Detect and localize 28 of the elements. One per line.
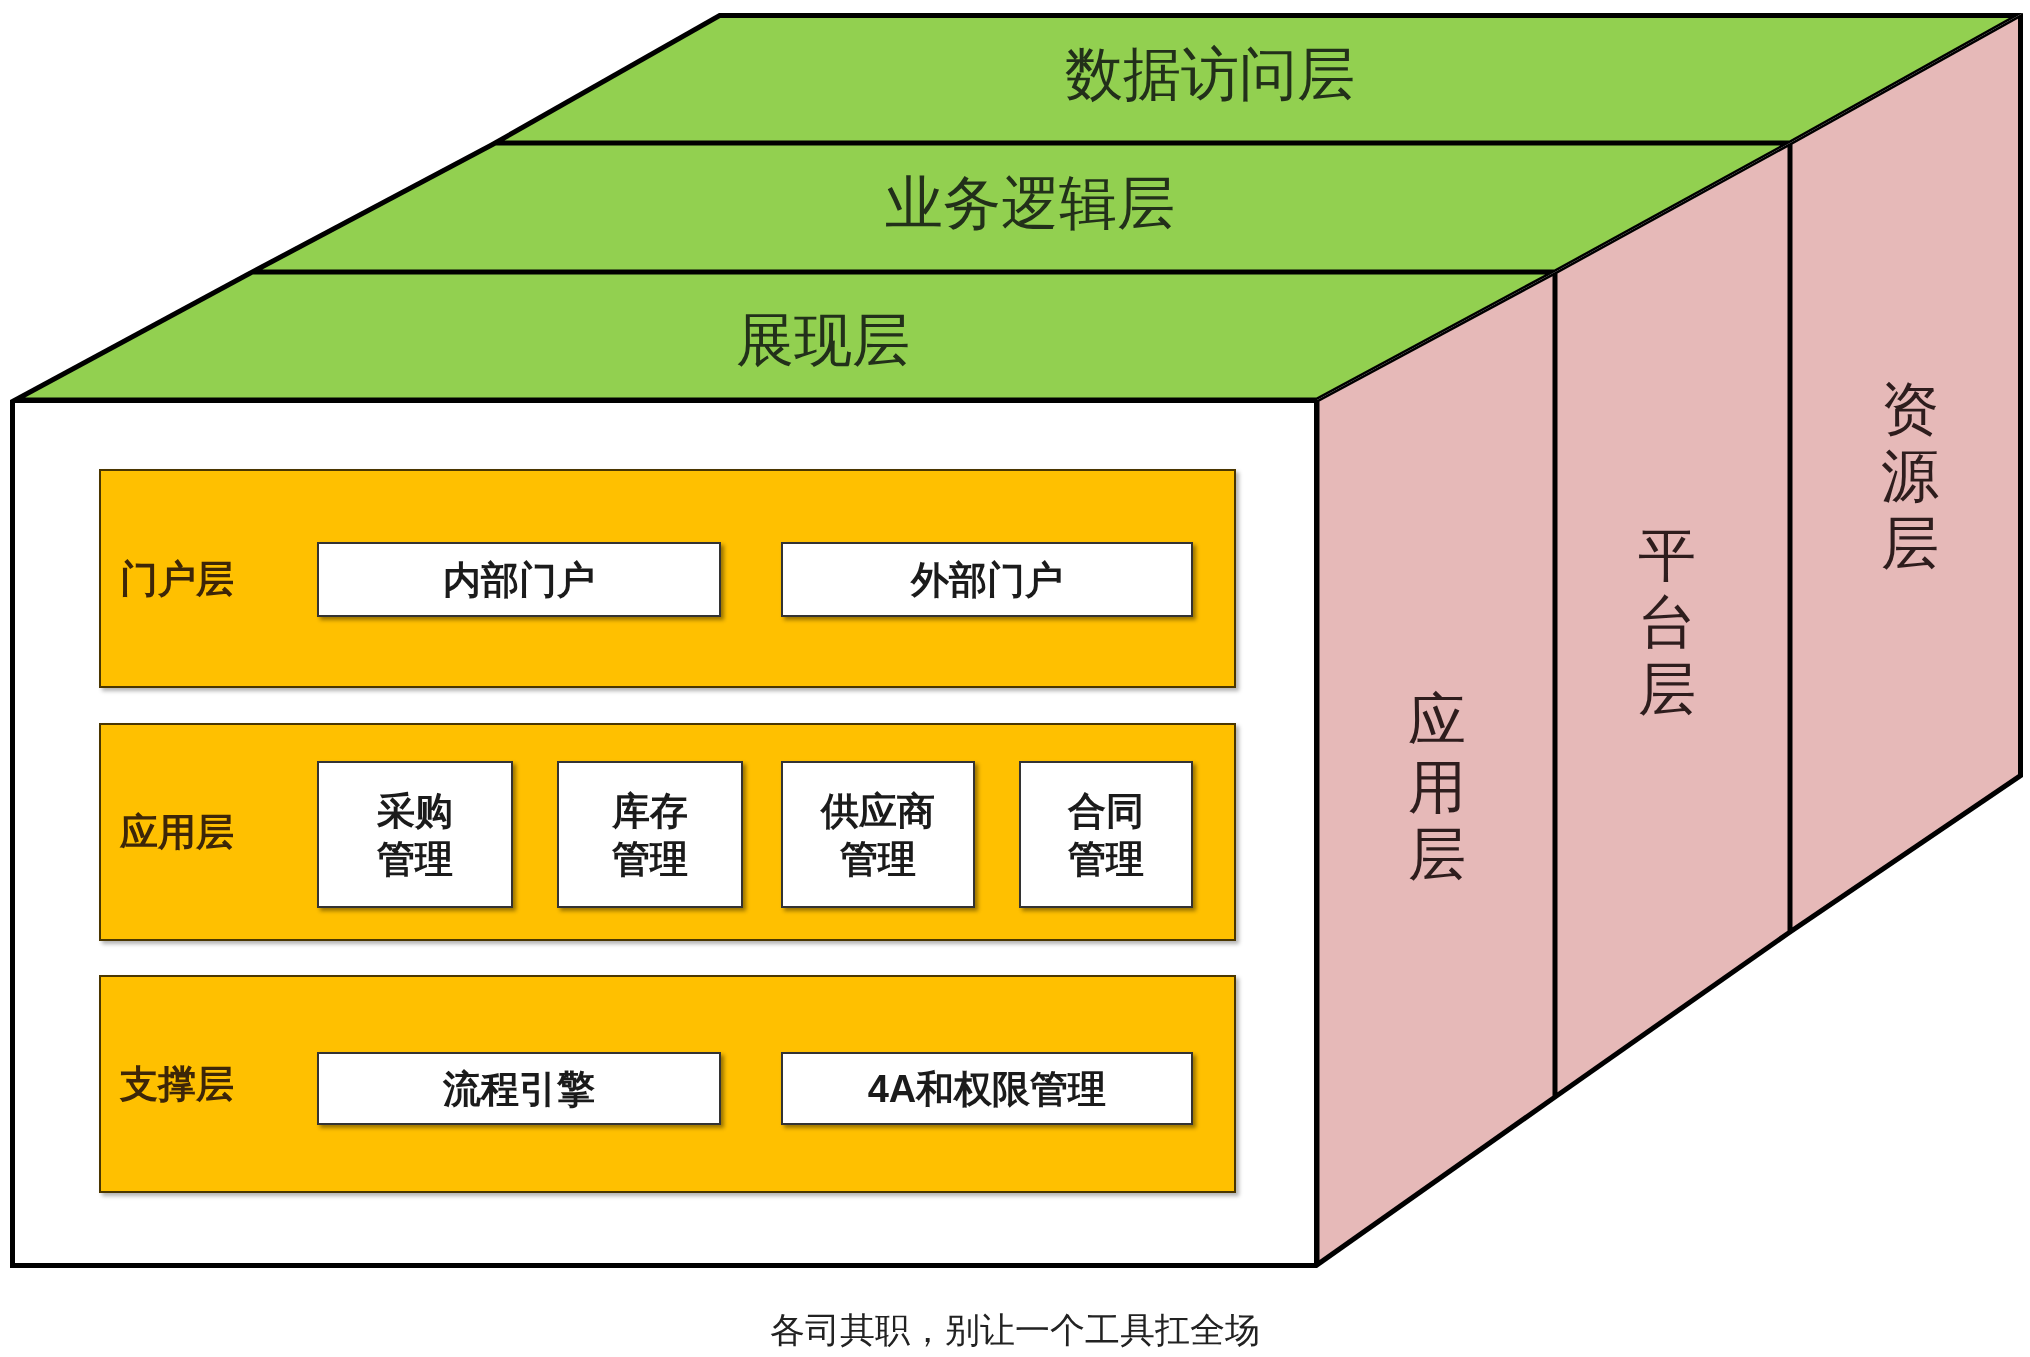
module-box: 外部门户	[781, 542, 1193, 617]
cube-top-slab	[247, 143, 1790, 272]
slab-label: 平台层	[1637, 520, 1697, 722]
cube-top-slab	[490, 13, 2023, 143]
cube-side-slab	[1790, 13, 2023, 935]
cube-top-slab	[10, 272, 1555, 400]
cube-side-slab	[1555, 143, 1790, 1100]
caption: 各司其职，别让一个工具扛全场	[770, 1309, 1260, 1351]
module-box: 4A和权限管理	[781, 1052, 1193, 1125]
cube-front-face	[10, 400, 1317, 1268]
layer-band	[99, 975, 1236, 1193]
layer-band	[99, 469, 1236, 688]
slab-label: 应用层	[1407, 685, 1467, 887]
band-heading: 门户层	[120, 556, 234, 601]
module-box: 库存管理	[557, 761, 743, 908]
module-box: 采购管理	[317, 761, 513, 908]
layer-band	[99, 723, 1236, 941]
band-heading: 应用层	[120, 810, 234, 854]
slab-label: 资源层	[1880, 374, 1940, 576]
module-box: 合同管理	[1019, 761, 1193, 908]
band-heading: 支撑层	[120, 1062, 234, 1106]
cube-side-slab	[1317, 272, 1555, 1268]
module-box: 流程引擎	[317, 1052, 721, 1125]
slab-label: 数据访问层	[1065, 42, 1355, 106]
slab-label: 展现层	[736, 308, 910, 372]
module-box: 内部门户	[317, 542, 721, 617]
slab-label: 业务逻辑层	[885, 171, 1175, 235]
module-box: 供应商管理	[781, 761, 975, 908]
